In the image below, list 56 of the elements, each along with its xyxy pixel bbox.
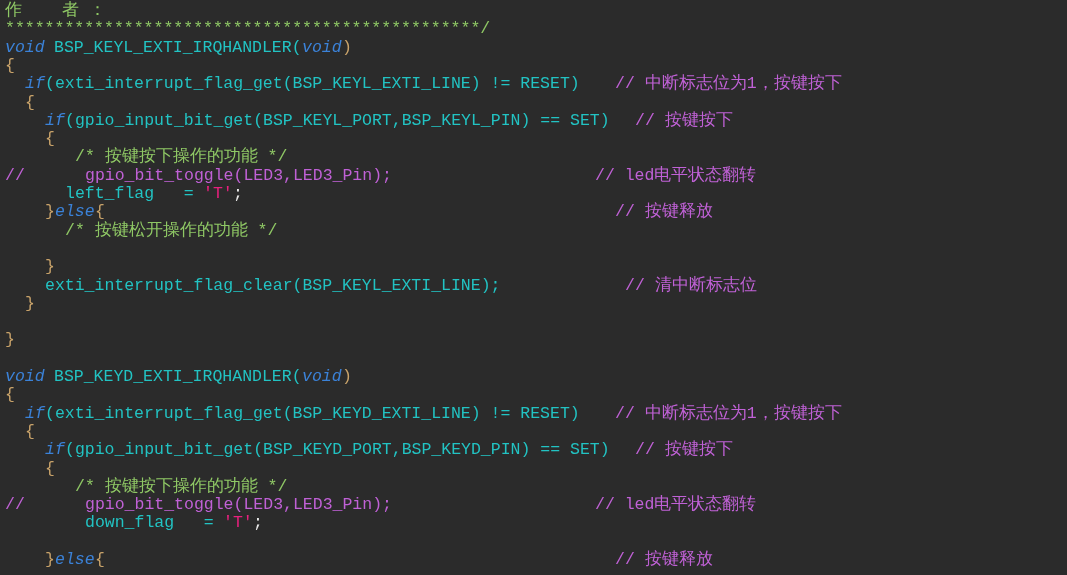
code-comment: // led电平状态翻转 [595, 166, 757, 185]
code-text: (exti_interrupt_flag_get(BSP_KEYL_EXTI_LINE) != RESET) [45, 75, 580, 94]
code-comment: // 中断标志位为1，按键按下 [615, 404, 842, 423]
code-keyword: else [55, 551, 95, 569]
code-text: } [5, 331, 15, 350]
code-keyword: if [25, 75, 45, 94]
code-keyword: else [55, 203, 95, 222]
code-text: } [45, 551, 55, 569]
code-comment: gpio_bit_toggle(LED3,LED3_Pin); [85, 166, 392, 185]
code-text: left_flag = [65, 185, 194, 203]
code-comment: 作 者 ： [5, 2, 106, 20]
code-text: (gpio_input_bit_get(BSP_KEYL_PORT,BSP_KEYL_PIN) == SET) [65, 111, 610, 130]
code-text: BSP_KEYD_EXTI_IRQHANDLER( [54, 368, 302, 386]
code-comment: /* 按键松开操作的功能 */ [65, 221, 278, 240]
code-keyword: void [302, 38, 342, 57]
code-comment: // 中断标志位为1，按键按下 [615, 75, 842, 94]
code-keyword: if [25, 404, 45, 423]
code-comment: /* 按键按下操作的功能 */ [75, 477, 288, 496]
code-text: { [25, 422, 35, 441]
string-literal: 'T' [203, 185, 233, 203]
code-text: { [5, 56, 15, 75]
code-keyword: if [45, 441, 65, 460]
code-text: } [45, 203, 55, 222]
code-text: ; [253, 514, 263, 533]
code-comment: // 按键释放 [615, 203, 713, 222]
code-text: (gpio_input_bit_get(BSP_KEYD_PORT,BSP_KEYD_PIN) == SET) [65, 441, 610, 460]
code-text: (exti_interrupt_flag_get(BSP_KEYD_EXTI_LINE) != RESET) [45, 404, 580, 423]
code-text: { [95, 551, 105, 569]
code-text: ) [342, 368, 352, 386]
code-comment: gpio_bit_toggle(LED3,LED3_Pin); [85, 496, 392, 515]
code-comment: // 清中断标志位 [625, 276, 757, 295]
code-comment: // [5, 496, 25, 515]
code-text: { [25, 93, 35, 112]
code-keyword: void [5, 368, 45, 386]
code-text: BSP_KEYL_EXTI_IRQHANDLER( [54, 38, 302, 57]
code-text: down_flag = [85, 514, 214, 533]
code-keyword: void [302, 368, 342, 386]
code-text: { [5, 386, 15, 405]
code-text: ) [342, 38, 352, 57]
code-comment: // 按键按下 [635, 111, 733, 130]
code-text: } [25, 294, 35, 313]
code-text: { [95, 203, 105, 222]
code-text: ; [233, 185, 243, 203]
code-text: { [45, 459, 55, 478]
code-text: { [45, 130, 55, 149]
string-literal: 'T' [223, 514, 253, 533]
code-keyword: if [45, 111, 65, 130]
code-comment: /* 按键按下操作的功能 */ [75, 148, 288, 167]
code-text: exti_interrupt_flag_clear(BSP_KEYL_EXTI_LINE); [45, 276, 501, 295]
code-comment: ************************************************/ [5, 20, 491, 39]
code-keyword: void [5, 38, 45, 57]
code-comment: // [5, 166, 25, 185]
code-comment: // led电平状态翻转 [595, 496, 757, 515]
code-text: } [45, 258, 55, 277]
code-comment: // 按键按下 [635, 441, 733, 460]
code-comment: // 按键释放 [615, 551, 713, 569]
